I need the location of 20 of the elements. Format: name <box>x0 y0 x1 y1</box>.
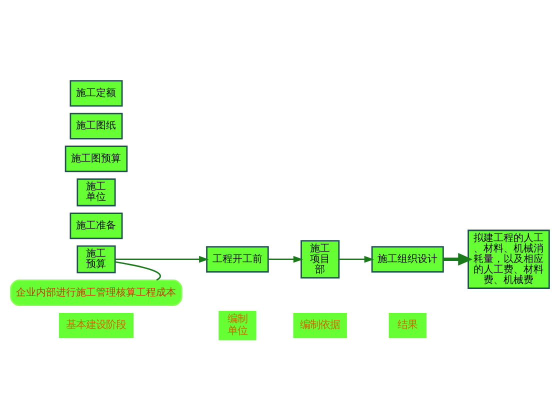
node-box: 工程开工前 <box>206 246 269 272</box>
node-box: 施工项目部 <box>300 240 340 278</box>
node-box: 基本建设阶段 <box>58 312 134 338</box>
arrow <box>339 255 374 262</box>
node-box: 施工单位 <box>76 178 116 206</box>
arrow <box>268 255 304 262</box>
node-box: 结果 <box>388 312 426 338</box>
node-box: 施工图纸 <box>70 112 123 139</box>
node-box: 拟建工程的人工、材料、机械消耗量，以及相应的人工费、材料费、机械费 <box>468 229 550 288</box>
arrow <box>443 252 473 266</box>
arrow <box>115 255 209 262</box>
node-box: 施工定额 <box>70 80 123 106</box>
node-box: 编制依据 <box>293 312 347 338</box>
node-box: 施工准备 <box>70 212 123 239</box>
node-box: 编制单位 <box>218 310 256 340</box>
node-box: 施工预算 <box>76 244 116 273</box>
node-box: 施工组织设计 <box>371 246 444 272</box>
node-box: 企业内部进行施工管理核算工程成本 <box>10 279 182 306</box>
connector <box>115 260 161 280</box>
node-box: 施工图预算 <box>64 145 128 172</box>
